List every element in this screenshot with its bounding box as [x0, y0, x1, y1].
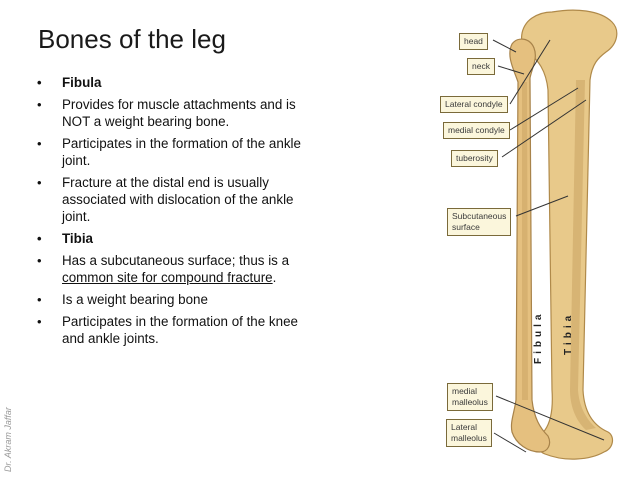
label-line: medial: [452, 386, 478, 396]
tibia-vertical-label: Tibia: [563, 311, 574, 355]
bullet-list: Fibula Provides for muscle attachments a…: [34, 74, 324, 352]
label-line: surface: [452, 222, 480, 232]
label-medial-malleolus: medial malleolus: [447, 383, 493, 411]
tibia-bone: [521, 9, 618, 460]
bullet-tibia-heading: Tibia: [34, 230, 324, 247]
bullet-text: .: [272, 270, 277, 285]
fibula-vertical-label: Fibula: [533, 310, 544, 364]
compound-fracture-link: common site for compound fracture: [62, 270, 273, 285]
label-line: Lateral: [451, 422, 477, 432]
bullet-item: Participates in the formation of the ank…: [34, 135, 324, 169]
bullet-item: Participates in the formation of the kne…: [34, 313, 324, 347]
bullet-item: Fracture at the distal end is usually as…: [34, 174, 324, 225]
leader-lines: [492, 39, 605, 453]
label-subcutaneous-surface: Subcutaneous surface: [447, 208, 512, 236]
label-tuberosity: tuberosity: [451, 150, 498, 167]
label-line: Subcutaneous: [452, 211, 507, 221]
fibula-bone: [509, 38, 551, 453]
bullet-item: Is a weight bearing bone: [34, 291, 324, 308]
label-medial-condyle: medial condyle: [443, 122, 510, 139]
label-neck: neck: [467, 58, 495, 75]
label-lateral-malleolus: Lateral malleolus: [446, 419, 492, 447]
label-head: head: [459, 33, 488, 50]
label-line: malleolus: [452, 397, 488, 407]
slide-title: Bones of the leg: [38, 24, 226, 54]
label-lateral-condyle: Lateral condyle: [440, 96, 508, 113]
label-line: malleolus: [451, 433, 487, 443]
fibula-shading: [522, 82, 528, 400]
bullet-item: Provides for muscle attachments and is N…: [34, 96, 324, 130]
tibia-shading: [570, 80, 596, 430]
bullet-item: Has a subcutaneous surface; thus is a co…: [34, 252, 324, 286]
bullet-fibula-heading: Fibula: [34, 74, 324, 91]
bullet-text: Has a subcutaneous surface; thus is a: [62, 253, 290, 268]
